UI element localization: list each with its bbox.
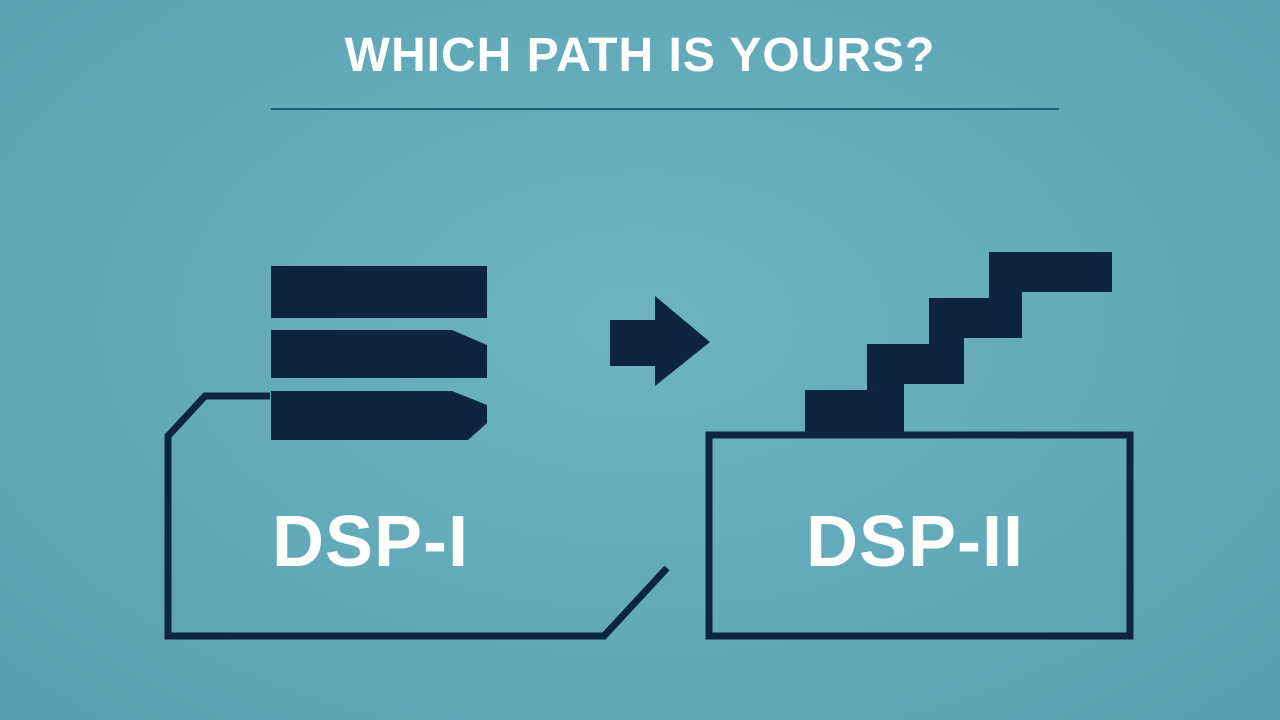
page-title: WHICH PATH IS YOURS?	[344, 29, 936, 82]
staircase-icon	[805, 252, 1112, 432]
stacked-layers-icon	[271, 266, 487, 440]
dsp-i-label: DSP-I	[272, 502, 470, 582]
arrow-right-icon	[610, 296, 710, 386]
dsp-ii-label: DSP-II	[806, 502, 1025, 582]
dsp-ii-frame	[705, 431, 1134, 640]
title-divider	[271, 108, 1059, 110]
dsp-i-frame	[164, 392, 670, 640]
